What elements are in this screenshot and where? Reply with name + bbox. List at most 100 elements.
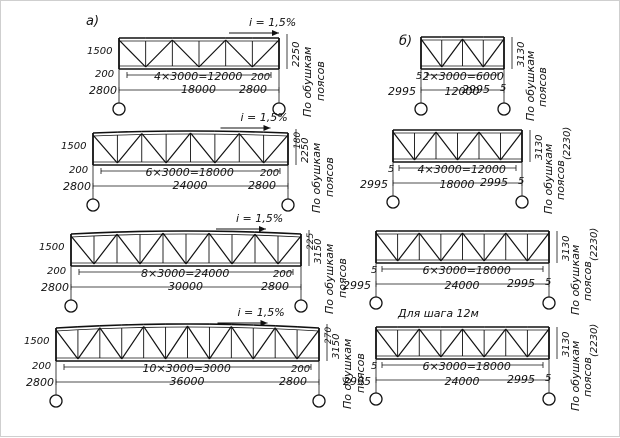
right-end-label: 2995: [507, 277, 535, 290]
diagonal: [398, 233, 420, 261]
top-chord: [264, 132, 288, 133]
diagonal: [232, 234, 255, 264]
diagonal: [393, 132, 415, 160]
slope-label: i = 1,5%: [238, 306, 285, 319]
diagonal: [506, 233, 528, 261]
diagonal: [297, 330, 319, 359]
top-chord-inner: [231, 327, 253, 328]
note-line-2: поясов: [581, 357, 594, 397]
left-end-label: 2800: [26, 376, 54, 389]
span-label: 18000: [440, 178, 475, 191]
top-chord-inner: [278, 236, 301, 237]
diagonal: [527, 233, 549, 261]
panel-text: 10×3000=3000: [143, 362, 231, 375]
diagonal: [398, 329, 420, 357]
top-chord: [78, 326, 100, 327]
left-end-label: 2995: [388, 85, 416, 98]
top-chord: [239, 132, 263, 133]
support-right: [516, 196, 528, 208]
support-right: [543, 393, 555, 405]
diagonal: [255, 234, 278, 264]
diagonal: [376, 329, 398, 357]
diagonal: [278, 236, 301, 264]
diagonal: [501, 132, 523, 160]
right-dim2-label: 180: [293, 132, 303, 149]
left-small-label: 200: [32, 361, 51, 372]
panel-text: 6×3000=18000: [423, 264, 511, 277]
top-chord: [232, 231, 255, 232]
panel-text: 4×3000=12000: [154, 70, 242, 83]
note-line-2: поясов: [323, 157, 336, 197]
slope-arrowhead: [264, 125, 271, 131]
top-chord: [278, 233, 301, 234]
diagonal: [209, 233, 232, 264]
small-left: 5: [416, 71, 422, 82]
slope-label: i = 1,5%: [236, 212, 283, 225]
small-right: 5: [518, 176, 524, 187]
diagonal: [166, 133, 190, 163]
right-dim2-label: 225: [306, 233, 316, 250]
support-left: [87, 199, 99, 211]
left-end-label: 2800: [63, 180, 91, 193]
right-end-label: 2800: [248, 179, 276, 192]
top-chord-inner: [94, 235, 117, 236]
top-chord: [71, 233, 94, 234]
right-small-label: 200: [291, 364, 310, 375]
top-chord: [100, 325, 122, 326]
diagonal: [421, 39, 442, 67]
note-line-2: поясов: [536, 67, 549, 107]
left-end-label: 2800: [89, 84, 117, 97]
diagonal: [163, 233, 186, 264]
support-left: [370, 393, 382, 405]
right-small-label: 200: [251, 72, 270, 83]
diagonal: [463, 233, 485, 261]
support-right: [295, 300, 307, 312]
span-label: 36000: [170, 375, 205, 388]
top-chord: [253, 325, 275, 326]
support-right: [543, 297, 555, 309]
diagonal: [172, 40, 199, 67]
diagonal: [463, 329, 485, 357]
diagonal: [100, 328, 122, 359]
top-chord: [117, 132, 141, 133]
left-end-label: 2995: [343, 279, 371, 292]
diagonal: [215, 134, 239, 164]
top-chord-inner: [297, 330, 319, 331]
support-left: [113, 103, 125, 115]
diagonal: [441, 329, 463, 357]
diagonal: [188, 326, 210, 359]
top-chord: [117, 231, 140, 232]
diagonal: [376, 233, 398, 261]
diagonal: [119, 40, 146, 67]
diagonal: [226, 40, 253, 67]
left-end-label: 2995: [360, 178, 388, 191]
diagonal: [415, 132, 437, 160]
note-line-1: По обушкам: [341, 339, 354, 409]
top-chord-inner: [253, 328, 275, 329]
right-end-label: 2995: [462, 83, 490, 96]
diagonal: [419, 233, 441, 261]
diagonal: [117, 234, 140, 264]
right-dim2-label: 270: [324, 327, 334, 344]
top-chord-inner: [93, 135, 117, 136]
slope-arrowhead: [272, 30, 279, 36]
diagonal: [436, 132, 458, 160]
span-label: 30000: [168, 280, 203, 293]
slope-arrowhead: [259, 226, 266, 232]
right-small-label: 200: [273, 269, 292, 280]
support-left: [370, 297, 382, 309]
top-chord: [122, 324, 144, 325]
right-end-label: 2800: [239, 83, 267, 96]
top-chord-inner: [239, 135, 263, 136]
support-left: [415, 103, 427, 115]
left-height-label: 1500: [87, 46, 112, 57]
support-left: [50, 395, 62, 407]
diagonal: [458, 132, 480, 160]
top-chord-inner: [78, 329, 100, 330]
left-small-label: 200: [47, 266, 66, 277]
